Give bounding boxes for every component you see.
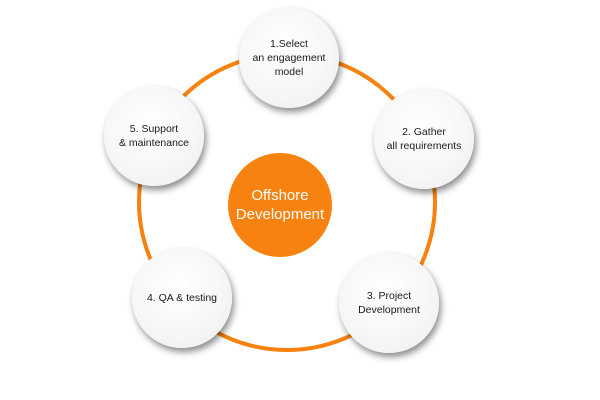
step-5-support-maintenance: 5. Support & maintenance	[104, 86, 204, 186]
center-hub: Offshore Development	[228, 153, 332, 257]
step-3-label: 3. Project Development	[358, 290, 420, 316]
step-1-select-engagement-model: 1.Select an engagement model	[239, 8, 339, 108]
step-5-label: 5. Support & maintenance	[118, 123, 190, 149]
step-2-gather-requirements: 2. Gather all requirements	[374, 89, 474, 189]
step-2-label: 2. Gather all requirements	[386, 126, 462, 152]
step-4-label: 4. QA & testing	[146, 292, 218, 304]
step-4-qa-testing: 4. QA & testing	[132, 248, 232, 348]
step-1-label: 1.Select an engagement model	[252, 38, 326, 78]
step-3-project-development: 3. Project Development	[339, 253, 439, 353]
center-hub-label: Offshore Development	[235, 187, 325, 223]
